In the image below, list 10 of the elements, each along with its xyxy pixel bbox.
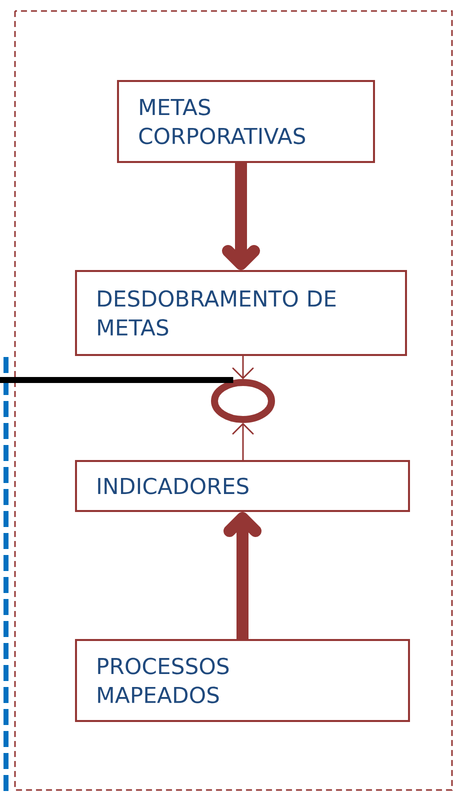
ring [211,379,275,423]
text-box: DESDOBRAMENTO DE METAS [75,270,407,356]
block-arrow [224,512,262,639]
arrow [232,423,254,460]
text-box: METAS CORPORATIVAS [117,80,375,163]
connector-line [0,377,234,384]
text-box: INDICADORES [75,460,410,512]
block-arrow [222,163,260,270]
text-box: PROCESSOS MAPEADOS [75,639,410,722]
arrow [232,356,254,379]
